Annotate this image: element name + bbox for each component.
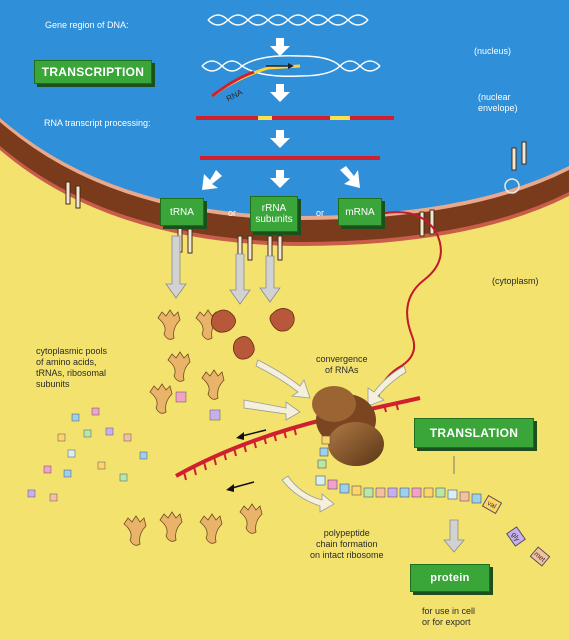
nucleus-label: (nucleus) bbox=[474, 46, 512, 56]
rrna-box: rRNA subunits bbox=[250, 196, 298, 232]
ribosome bbox=[312, 386, 384, 466]
polymerase-arrowhead bbox=[288, 63, 294, 69]
convergence-label: convergence of RNAs bbox=[316, 354, 368, 375]
cytoplasmic-pools-label: cytoplasmic pools of amino acids, tRNAs,… bbox=[36, 346, 108, 389]
transcription-box: TRANSCRIPTION bbox=[34, 60, 152, 84]
polypeptide-chain bbox=[315, 435, 482, 504]
mrna-direction-arrowheads bbox=[226, 432, 244, 492]
mrna-box: mRNA bbox=[338, 198, 382, 226]
polypeptide-label: polypeptide chain formation on intact ri… bbox=[310, 528, 384, 560]
rna-strand-red bbox=[211, 70, 255, 98]
nuclear-pores bbox=[65, 141, 527, 261]
rna-transcript-processed bbox=[200, 156, 380, 160]
rna-transcript-primary bbox=[196, 116, 394, 120]
mrna-direction-arrows bbox=[231, 429, 267, 489]
envelope-detail-icon bbox=[504, 178, 520, 194]
translation-box: TRANSLATION bbox=[414, 418, 534, 448]
rna-processing-label: RNA transcript processing: bbox=[44, 118, 151, 128]
dna-transcription-bubble bbox=[201, 54, 381, 78]
trna-box: tRNA bbox=[160, 198, 204, 226]
export-arrows bbox=[165, 235, 465, 553]
nuclear-envelope-label: (nuclear envelope) bbox=[478, 92, 518, 113]
use-label: for use in cell or for export bbox=[422, 606, 476, 627]
ribosomal-subunits bbox=[210, 308, 295, 360]
amino-acid-pool bbox=[27, 391, 221, 502]
or-connector-1: or bbox=[228, 208, 237, 218]
dna-helix bbox=[207, 14, 369, 26]
or-connector-2: or bbox=[316, 208, 325, 218]
nucleus-flow-arrows bbox=[202, 38, 360, 190]
protein-box: protein bbox=[410, 564, 490, 592]
mrna-exit-path bbox=[377, 211, 442, 401]
convergence-arrows bbox=[243, 359, 407, 513]
gene-region-label: Gene region of DNA: bbox=[45, 20, 129, 30]
nucleus-background bbox=[0, 0, 569, 216]
trna-molecules bbox=[123, 309, 263, 546]
cytoplasm-label: (cytoplasm) bbox=[492, 276, 539, 286]
